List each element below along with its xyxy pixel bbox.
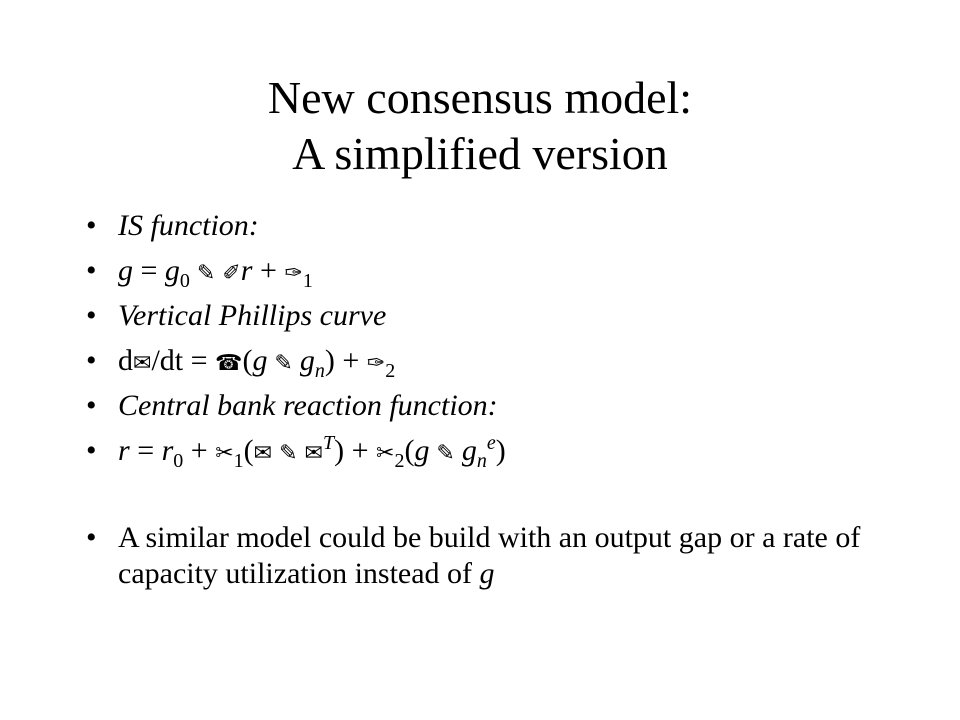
bullet-marker: • bbox=[86, 344, 97, 377]
eq-sup: T bbox=[322, 432, 335, 454]
bullet-marker: • bbox=[86, 521, 97, 554]
eq-equals: = bbox=[133, 254, 165, 287]
slide-title: New consensus model: A simplified versio… bbox=[0, 70, 960, 182]
bullet-central-bank: • Central bank reaction function: bbox=[86, 388, 906, 433]
eq-open-paren: ( bbox=[243, 434, 254, 467]
pencil-glyph-icon: ✎ bbox=[429, 441, 462, 466]
scissors-glyph-icon: ✂ bbox=[376, 441, 395, 466]
eq-var-gn: g bbox=[299, 344, 315, 377]
eq-close-plus: ) + bbox=[324, 344, 367, 377]
eq-plus: + bbox=[183, 434, 216, 467]
bullet-text: IS function: bbox=[118, 209, 259, 242]
bullet-marker: • bbox=[86, 209, 97, 242]
envelope-glyph-icon: ✉ bbox=[304, 441, 323, 466]
nib-glyph-icon: ✑ bbox=[284, 261, 303, 286]
bullet-marker: • bbox=[86, 299, 97, 332]
eq-d: d bbox=[118, 344, 133, 377]
eq-slash-dt: /dt = bbox=[151, 344, 216, 377]
eq-sub: 0 bbox=[179, 270, 190, 292]
eq-sub: 0 bbox=[173, 450, 184, 472]
eq-var-gn: g bbox=[461, 434, 477, 467]
eq-var-r0: r bbox=[161, 434, 174, 467]
nib-glyph-icon: ✑ bbox=[366, 351, 386, 376]
bullet-similar-model: • A similar model could be build with an… bbox=[86, 520, 906, 592]
eq-sub: n bbox=[314, 360, 325, 382]
eq-sup: e bbox=[486, 432, 496, 454]
envelope-glyph-icon: ✉ bbox=[133, 351, 152, 376]
eq-sub: 1 bbox=[233, 450, 244, 472]
envelope-glyph-icon: ✉ bbox=[253, 441, 273, 466]
pencil-glyph-icon: ✎ bbox=[272, 441, 305, 466]
scissors-glyph-icon: ✂ bbox=[215, 441, 234, 466]
eq-sub: 2 bbox=[385, 360, 396, 382]
bullet-marker: • bbox=[86, 434, 97, 467]
bullet-text: Vertical Phillips curve bbox=[118, 299, 387, 332]
bullet-list: • IS function: • g = g0 ✎ ✐r + ✑1 • Vert… bbox=[86, 208, 906, 592]
eq-sub: 1 bbox=[302, 270, 313, 292]
bullet-phillips-curve: • Vertical Phillips curve bbox=[86, 298, 906, 343]
eq-var-g: g bbox=[118, 254, 133, 287]
bullet-is-equation: • g = g0 ✎ ✐r + ✑1 bbox=[86, 253, 906, 298]
pencil-glyph-icon: ✎ bbox=[189, 261, 223, 286]
bullet-phillips-equation: • d✉/dt = ☎(g ✎ gn) + ✑2 bbox=[86, 343, 906, 388]
title-line-2: A simplified version bbox=[292, 128, 668, 179]
pencil-glyph-icon: ✎ bbox=[267, 351, 300, 376]
bullet-marker: • bbox=[86, 389, 97, 422]
telephone-glyph-icon: ☎ bbox=[215, 351, 243, 376]
bullet-text: A similar model could be build with an o… bbox=[118, 521, 861, 590]
eq-close-plus: ) + bbox=[334, 434, 376, 467]
eq-var-g: g bbox=[479, 557, 495, 590]
pen-glyph-icon: ✐ bbox=[222, 261, 241, 286]
eq-var-g: g bbox=[252, 344, 268, 377]
eq-var-r: r bbox=[240, 254, 253, 287]
eq-equals: = bbox=[129, 434, 162, 467]
eq-var-r: r bbox=[118, 434, 130, 467]
title-line-1: New consensus model: bbox=[267, 72, 693, 123]
eq-sub: n bbox=[476, 450, 487, 472]
eq-plus: + bbox=[252, 254, 285, 287]
eq-close-paren: ) bbox=[495, 434, 506, 467]
eq-var-g: g bbox=[414, 434, 430, 467]
bullet-central-bank-equation: • r = r0 + ✂1(✉ ✎ ✉T) + ✂2(g ✎ gne) bbox=[86, 433, 906, 478]
eq-sub: 2 bbox=[394, 450, 405, 472]
eq-open-paren: ( bbox=[404, 434, 415, 467]
bullet-text: Central bank reaction function: bbox=[118, 389, 498, 422]
eq-open-paren: ( bbox=[242, 344, 253, 377]
bullet-is-function: • IS function: bbox=[86, 208, 906, 253]
bullet-marker: • bbox=[86, 254, 97, 287]
eq-var-g0: g bbox=[164, 254, 180, 287]
